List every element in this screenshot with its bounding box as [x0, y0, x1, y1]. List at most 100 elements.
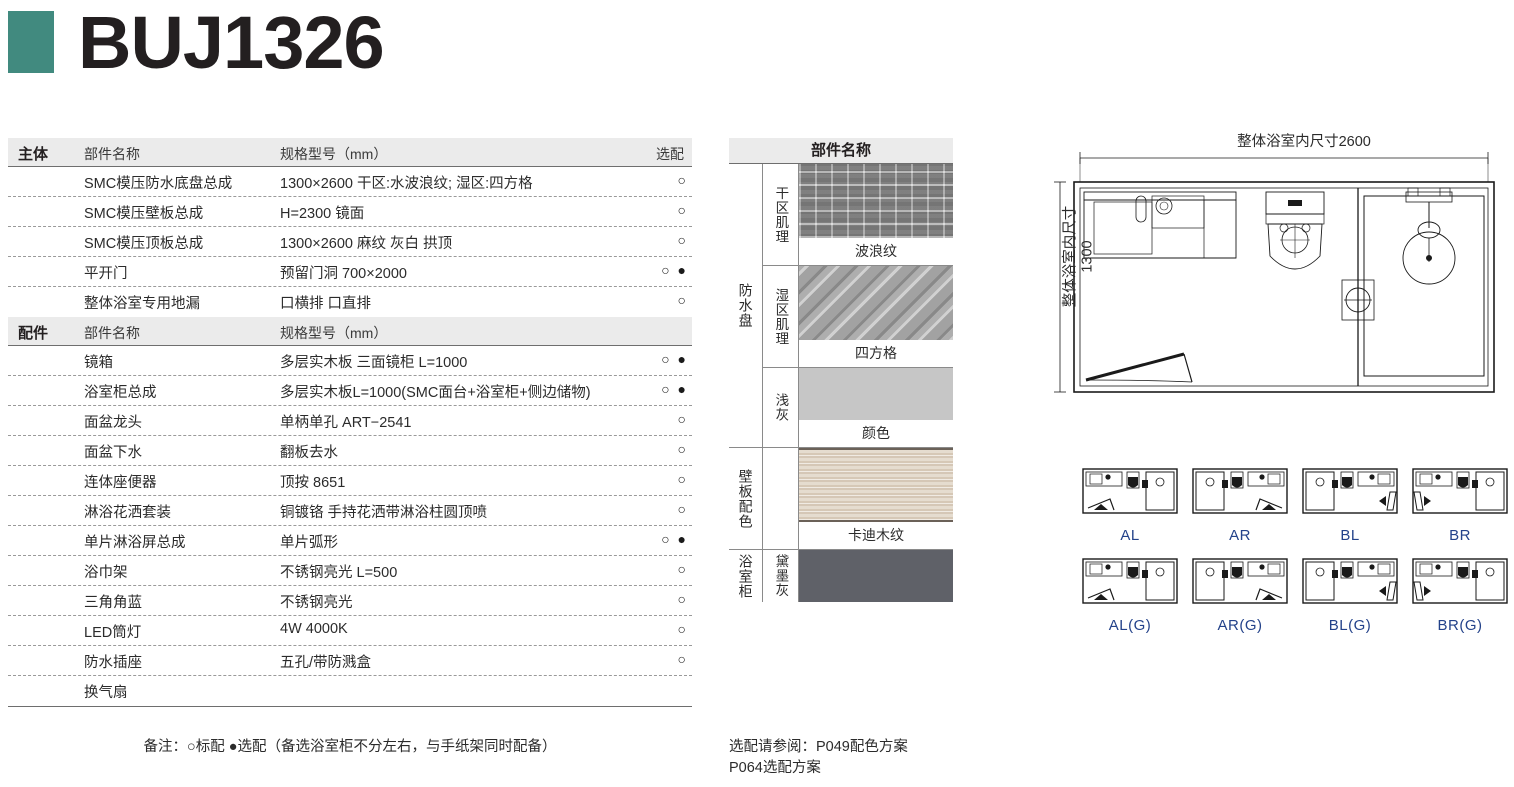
material-note-line-1: 选配请参阅：P049配色方案: [729, 739, 908, 755]
spec-table-footnote: 备注：○标配 ●选配（备选浴室柜不分左右，与手纸架同时配备）: [143, 739, 557, 755]
variant-diagram: [1192, 468, 1288, 514]
material-row-color: 浅灰 颜色: [763, 368, 953, 447]
row-label: 湿区肌理: [763, 266, 799, 367]
part-spec: 五孔/带防溅盒: [280, 655, 372, 671]
material-grid: 防水盘 干区肌理 波浪纹 湿区肌理: [729, 164, 953, 602]
column-header-spec: 规格型号（mm）: [280, 146, 388, 162]
table-bottom-rule: [8, 706, 692, 707]
texture-swatch-wood-grain: [799, 448, 953, 522]
swatch-caption: 波浪纹: [799, 238, 953, 265]
variant-BL[interactable]: BL: [1300, 466, 1400, 544]
variant-AR-G[interactable]: AR(G): [1190, 556, 1290, 634]
material-row-dry-zone: 干区肌理 波浪纹: [763, 164, 953, 266]
group-label: 浴室柜: [729, 550, 763, 602]
table-row: 淋浴花洒套装 铜镀铬 手持花洒带淋浴柱圆顶喷 ○: [8, 496, 692, 526]
material-note-line-2: P064选配方案: [729, 760, 821, 777]
variant-row-1: AL: [1080, 466, 1510, 544]
group-body: 干区肌理 波浪纹 湿区肌理 四方格: [763, 164, 953, 447]
variant-label: AL(G): [1108, 617, 1152, 634]
option-marker: ○: [677, 621, 688, 637]
group-label: 壁板配色: [729, 448, 763, 549]
table-row: SMC模压防水底盘总成 1300×2600 干区:水波浪纹; 湿区:四方格 ○: [8, 167, 692, 197]
main-section-label: 主体: [18, 146, 49, 163]
variant-AL[interactable]: AL: [1080, 466, 1180, 544]
accessory-section-header: 配件 部件名称 规格型号（mm）: [8, 317, 692, 346]
group-label-text: 壁板配色: [737, 468, 754, 529]
dimension-label-depth: 整体浴室内尺寸1300: [1062, 205, 1096, 308]
swatch-wrap: [799, 550, 953, 602]
material-panel: 部件名称 防水盘 干区肌理 波浪纹: [729, 138, 953, 602]
part-spec: 翻板去水: [280, 445, 338, 461]
row-label-text: 黛墨灰: [773, 554, 789, 598]
variant-diagram: [1412, 558, 1508, 604]
variant-BR-G[interactable]: BR(G): [1410, 556, 1510, 634]
variant-diagram: [1412, 468, 1508, 514]
part-name: 换气扇: [84, 685, 128, 701]
variant-BL-G[interactable]: BL(G): [1300, 556, 1400, 634]
part-spec: 1300×2600 麻纹 灰白 拱顶: [280, 236, 453, 252]
column-header-spec: 规格型号（mm）: [280, 325, 388, 341]
part-spec: 1300×2600 干区:水波浪纹; 湿区:四方格: [280, 176, 533, 192]
table-row: 平开门 预留门洞 700×2000 ○ ●: [8, 257, 692, 287]
layout-variants: AL: [1080, 466, 1510, 646]
table-row: 单片淋浴屏总成 单片弧形 ○ ●: [8, 526, 692, 556]
row-label: [763, 448, 799, 549]
row-label-text: 湿区肌理: [773, 287, 789, 346]
part-name: 面盆龙头: [84, 415, 142, 431]
variant-label: BL(G): [1328, 617, 1372, 634]
option-marker: ○: [677, 561, 688, 577]
option-marker: ○: [677, 411, 688, 427]
floor-plan-drawing: [1054, 152, 1495, 393]
variant-row-2: AL(G): [1080, 556, 1510, 634]
row-label: 干区肌理: [763, 164, 799, 265]
variant-diagram: [1302, 468, 1398, 514]
part-name: LED筒灯: [84, 625, 142, 641]
option-marker: ○ ●: [661, 531, 688, 547]
option-marker: ○: [677, 232, 688, 248]
row-label-text: 干区肌理: [773, 185, 789, 244]
table-row: SMC模压壁板总成 H=2300 镜面 ○: [8, 197, 692, 227]
part-spec: 多层实木板 三面镜柜 L=1000: [280, 355, 468, 371]
part-name: 防水插座: [84, 655, 142, 671]
part-name: SMC模压防水底盘总成: [84, 176, 233, 192]
material-panel-header: 部件名称: [729, 138, 953, 164]
part-name: 镜箱: [84, 355, 113, 371]
table-row: 浴巾架 不锈钢亮光 L=500 ○: [8, 556, 692, 586]
material-row-wood: 卡迪木纹: [763, 448, 953, 549]
specification-table: 主体 部件名称 规格型号（mm） 选配 SMC模压防水底盘总成 1300×260…: [8, 138, 692, 707]
option-marker: ○ ●: [661, 381, 688, 397]
part-name: 面盆下水: [84, 445, 142, 461]
page-title: BUJ1326: [78, 1, 385, 84]
variant-AR[interactable]: AR: [1190, 466, 1290, 544]
group-body: 卡迪木纹: [763, 448, 953, 549]
part-spec: 不锈钢亮光: [280, 595, 353, 611]
option-marker: ○ ●: [661, 351, 688, 367]
variant-BR[interactable]: BR: [1410, 466, 1510, 544]
part-name: 三角角蓝: [84, 595, 142, 611]
part-spec: 多层实木板L=1000(SMC面台+浴室柜+侧边储物): [280, 385, 591, 401]
row-label: 黛墨灰: [763, 550, 799, 602]
accessory-section-label: 配件: [18, 325, 49, 342]
texture-swatch-diagonal: [799, 266, 953, 340]
part-name: 整体浴室专用地漏: [84, 296, 200, 312]
group-label: 防水盘: [729, 164, 763, 447]
part-spec: 不锈钢亮光 L=500: [280, 565, 398, 581]
option-marker: ○: [677, 591, 688, 607]
column-header-name: 部件名称: [84, 146, 140, 162]
floor-plan: 整体浴室内尺寸2600 整体浴室内尺寸1300: [1036, 130, 1506, 420]
variant-AL-G[interactable]: AL(G): [1080, 556, 1180, 634]
swatch-wrap: 卡迪木纹: [799, 448, 953, 549]
variant-diagram: [1082, 558, 1178, 604]
table-row: 三角角蓝 不锈钢亮光 ○: [8, 586, 692, 616]
table-row: 面盆下水 翻板去水 ○: [8, 436, 692, 466]
main-section-header: 主体 部件名称 规格型号（mm） 选配: [8, 138, 692, 167]
variant-diagram: [1302, 558, 1398, 604]
swatch-caption: 卡迪木纹: [799, 522, 953, 549]
variant-diagram: [1192, 558, 1288, 604]
table-row: 整体浴室专用地漏 口横排 口直排 ○: [8, 287, 692, 317]
variant-label: BR(G): [1437, 617, 1483, 634]
part-spec: 顶按 8651: [280, 475, 346, 491]
part-name: 连体座便器: [84, 475, 157, 491]
part-name: 浴巾架: [84, 565, 128, 581]
